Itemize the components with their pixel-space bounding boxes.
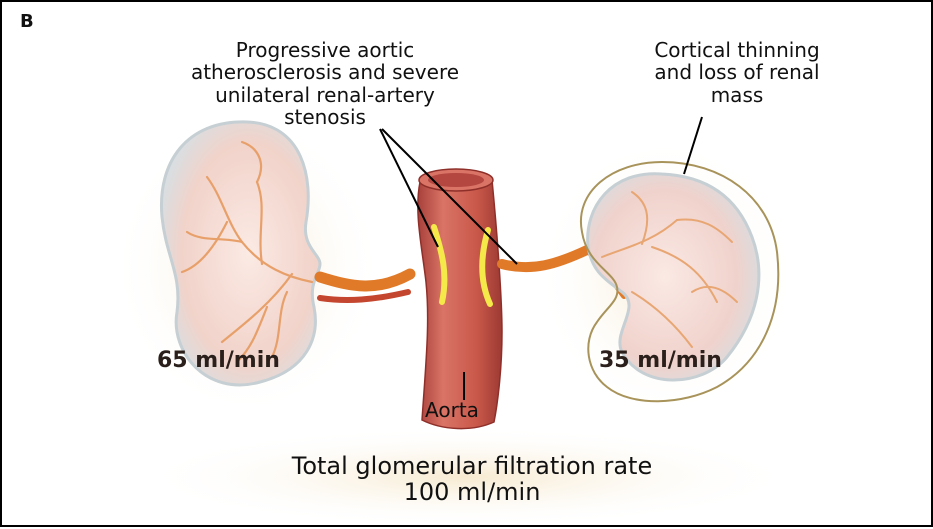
cortical-label-line: and loss of renal (587, 61, 887, 83)
panel-letter: B (20, 12, 34, 32)
total-gfr-label: Total glomerular filtration rate 100 ml/… (152, 454, 792, 506)
total-gfr-line: 100 ml/min (152, 480, 792, 506)
left-kidney-gfr-label: 65 ml/min (157, 349, 280, 374)
total-gfr-line: Total glomerular filtration rate (152, 454, 792, 480)
cortical-thinning-label: Cortical thinning and loss of renal mass (587, 39, 887, 106)
stenosis-label-line: atherosclerosis and severe (150, 61, 500, 83)
stenosis-label: Progressive aortic atherosclerosis and s… (150, 39, 500, 129)
cortical-label-line: mass (587, 84, 887, 106)
aorta-label: Aorta (412, 399, 492, 421)
stenosis-label-line: unilateral renal-artery (150, 84, 500, 106)
stenosis-label-line: Progressive aortic (150, 39, 500, 61)
stenosis-label-line: stenosis (150, 106, 500, 128)
right-kidney-gfr-label: 35 ml/min (599, 349, 722, 374)
left-kidney (161, 122, 320, 385)
cortical-label-line: Cortical thinning (587, 39, 887, 61)
